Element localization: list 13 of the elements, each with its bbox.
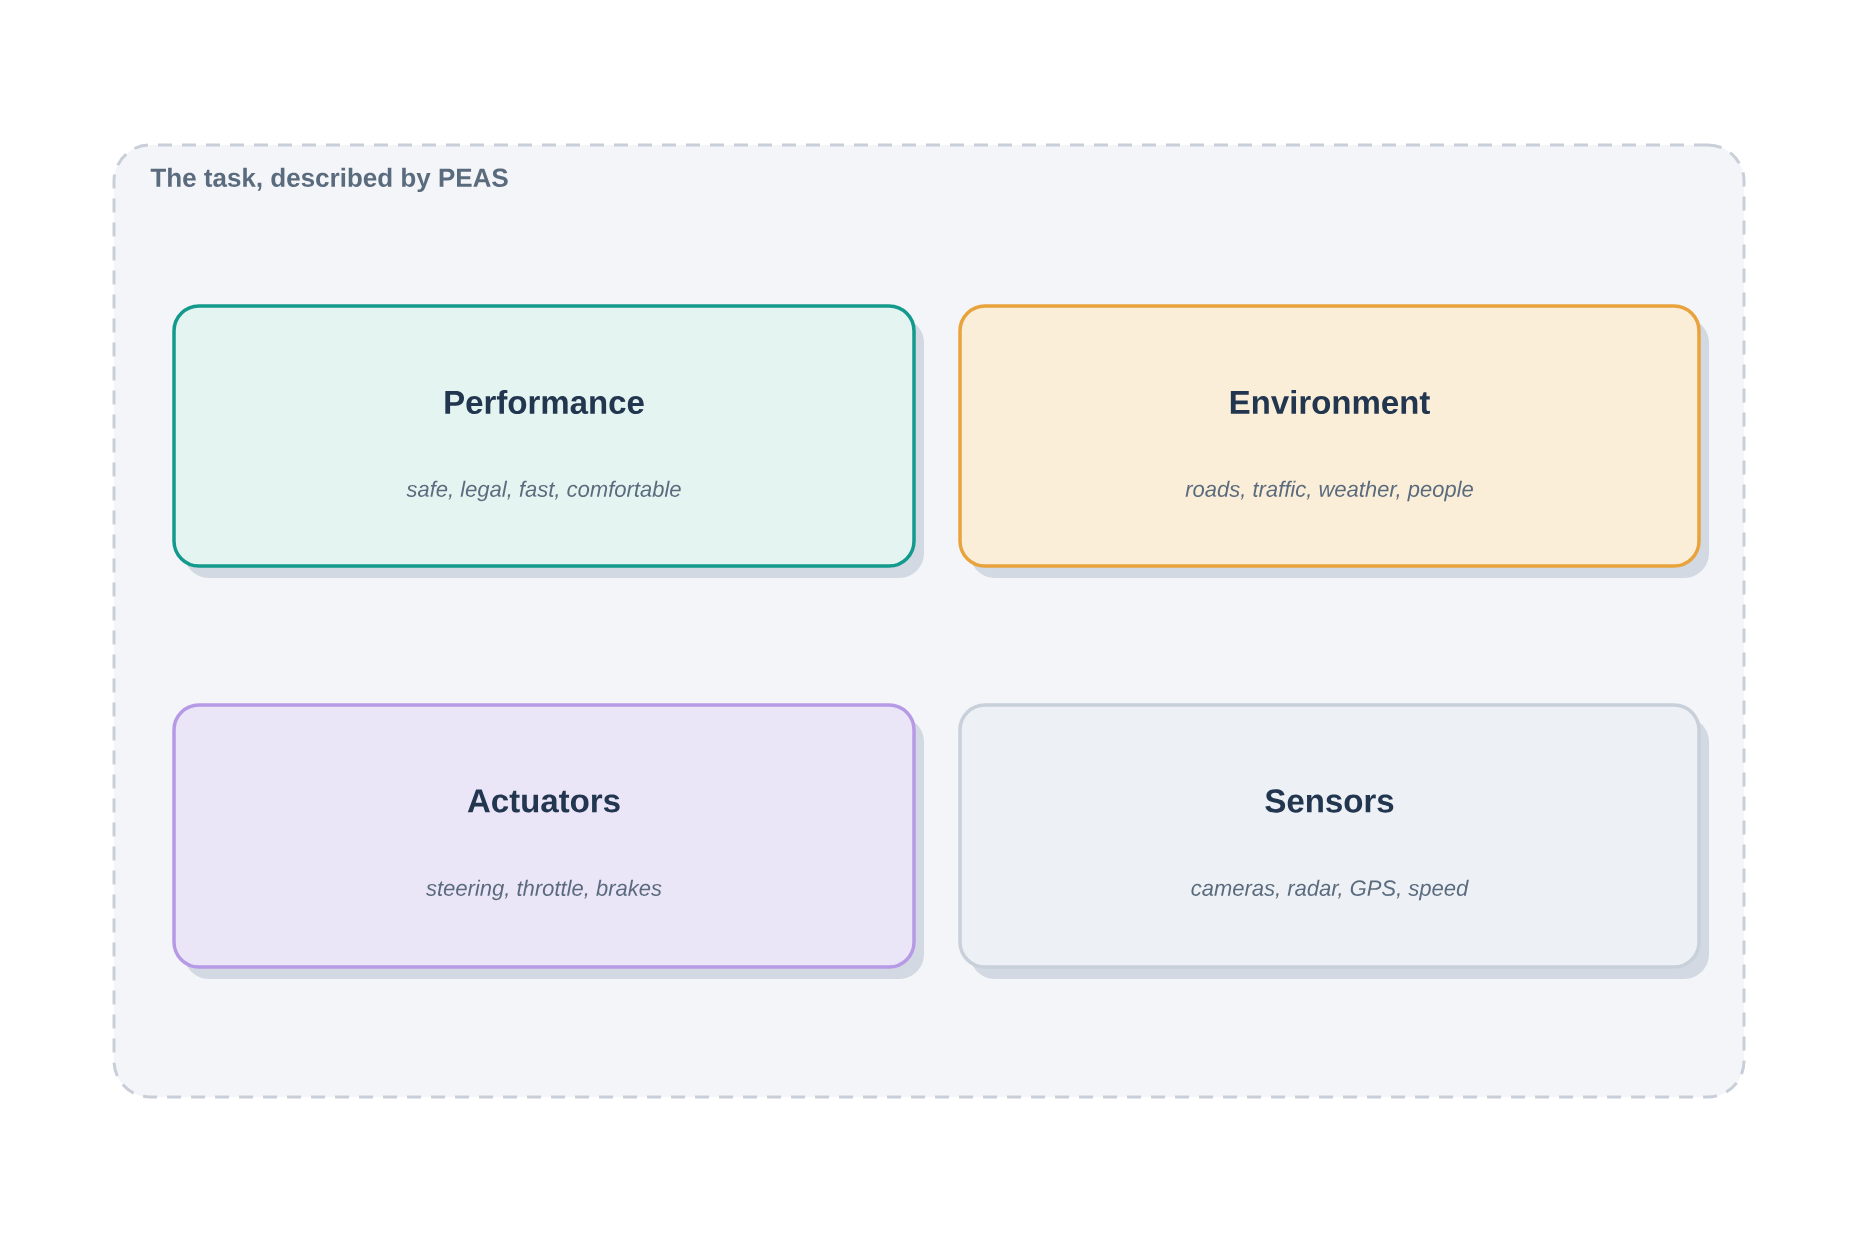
- category-card: [958, 304, 1709, 578]
- category-card: [172, 304, 924, 578]
- card-heading: Actuators: [467, 789, 620, 813]
- card-description: steering, throttle, brakes: [426, 879, 662, 901]
- card-description: cameras, radar, GPS, speed: [1191, 879, 1469, 901]
- card-heading: Sensors: [1265, 789, 1394, 813]
- card-description: safe, legal, fast, comfortable: [406, 480, 681, 502]
- card-heading: Performance: [445, 389, 644, 415]
- card-heading: Environment: [1230, 389, 1430, 415]
- frame-title: The task, described by PEAS: [150, 167, 508, 193]
- card-description: roads, traffic, weather, people: [1185, 480, 1473, 502]
- category-card: [958, 703, 1709, 979]
- category-card: [172, 703, 924, 979]
